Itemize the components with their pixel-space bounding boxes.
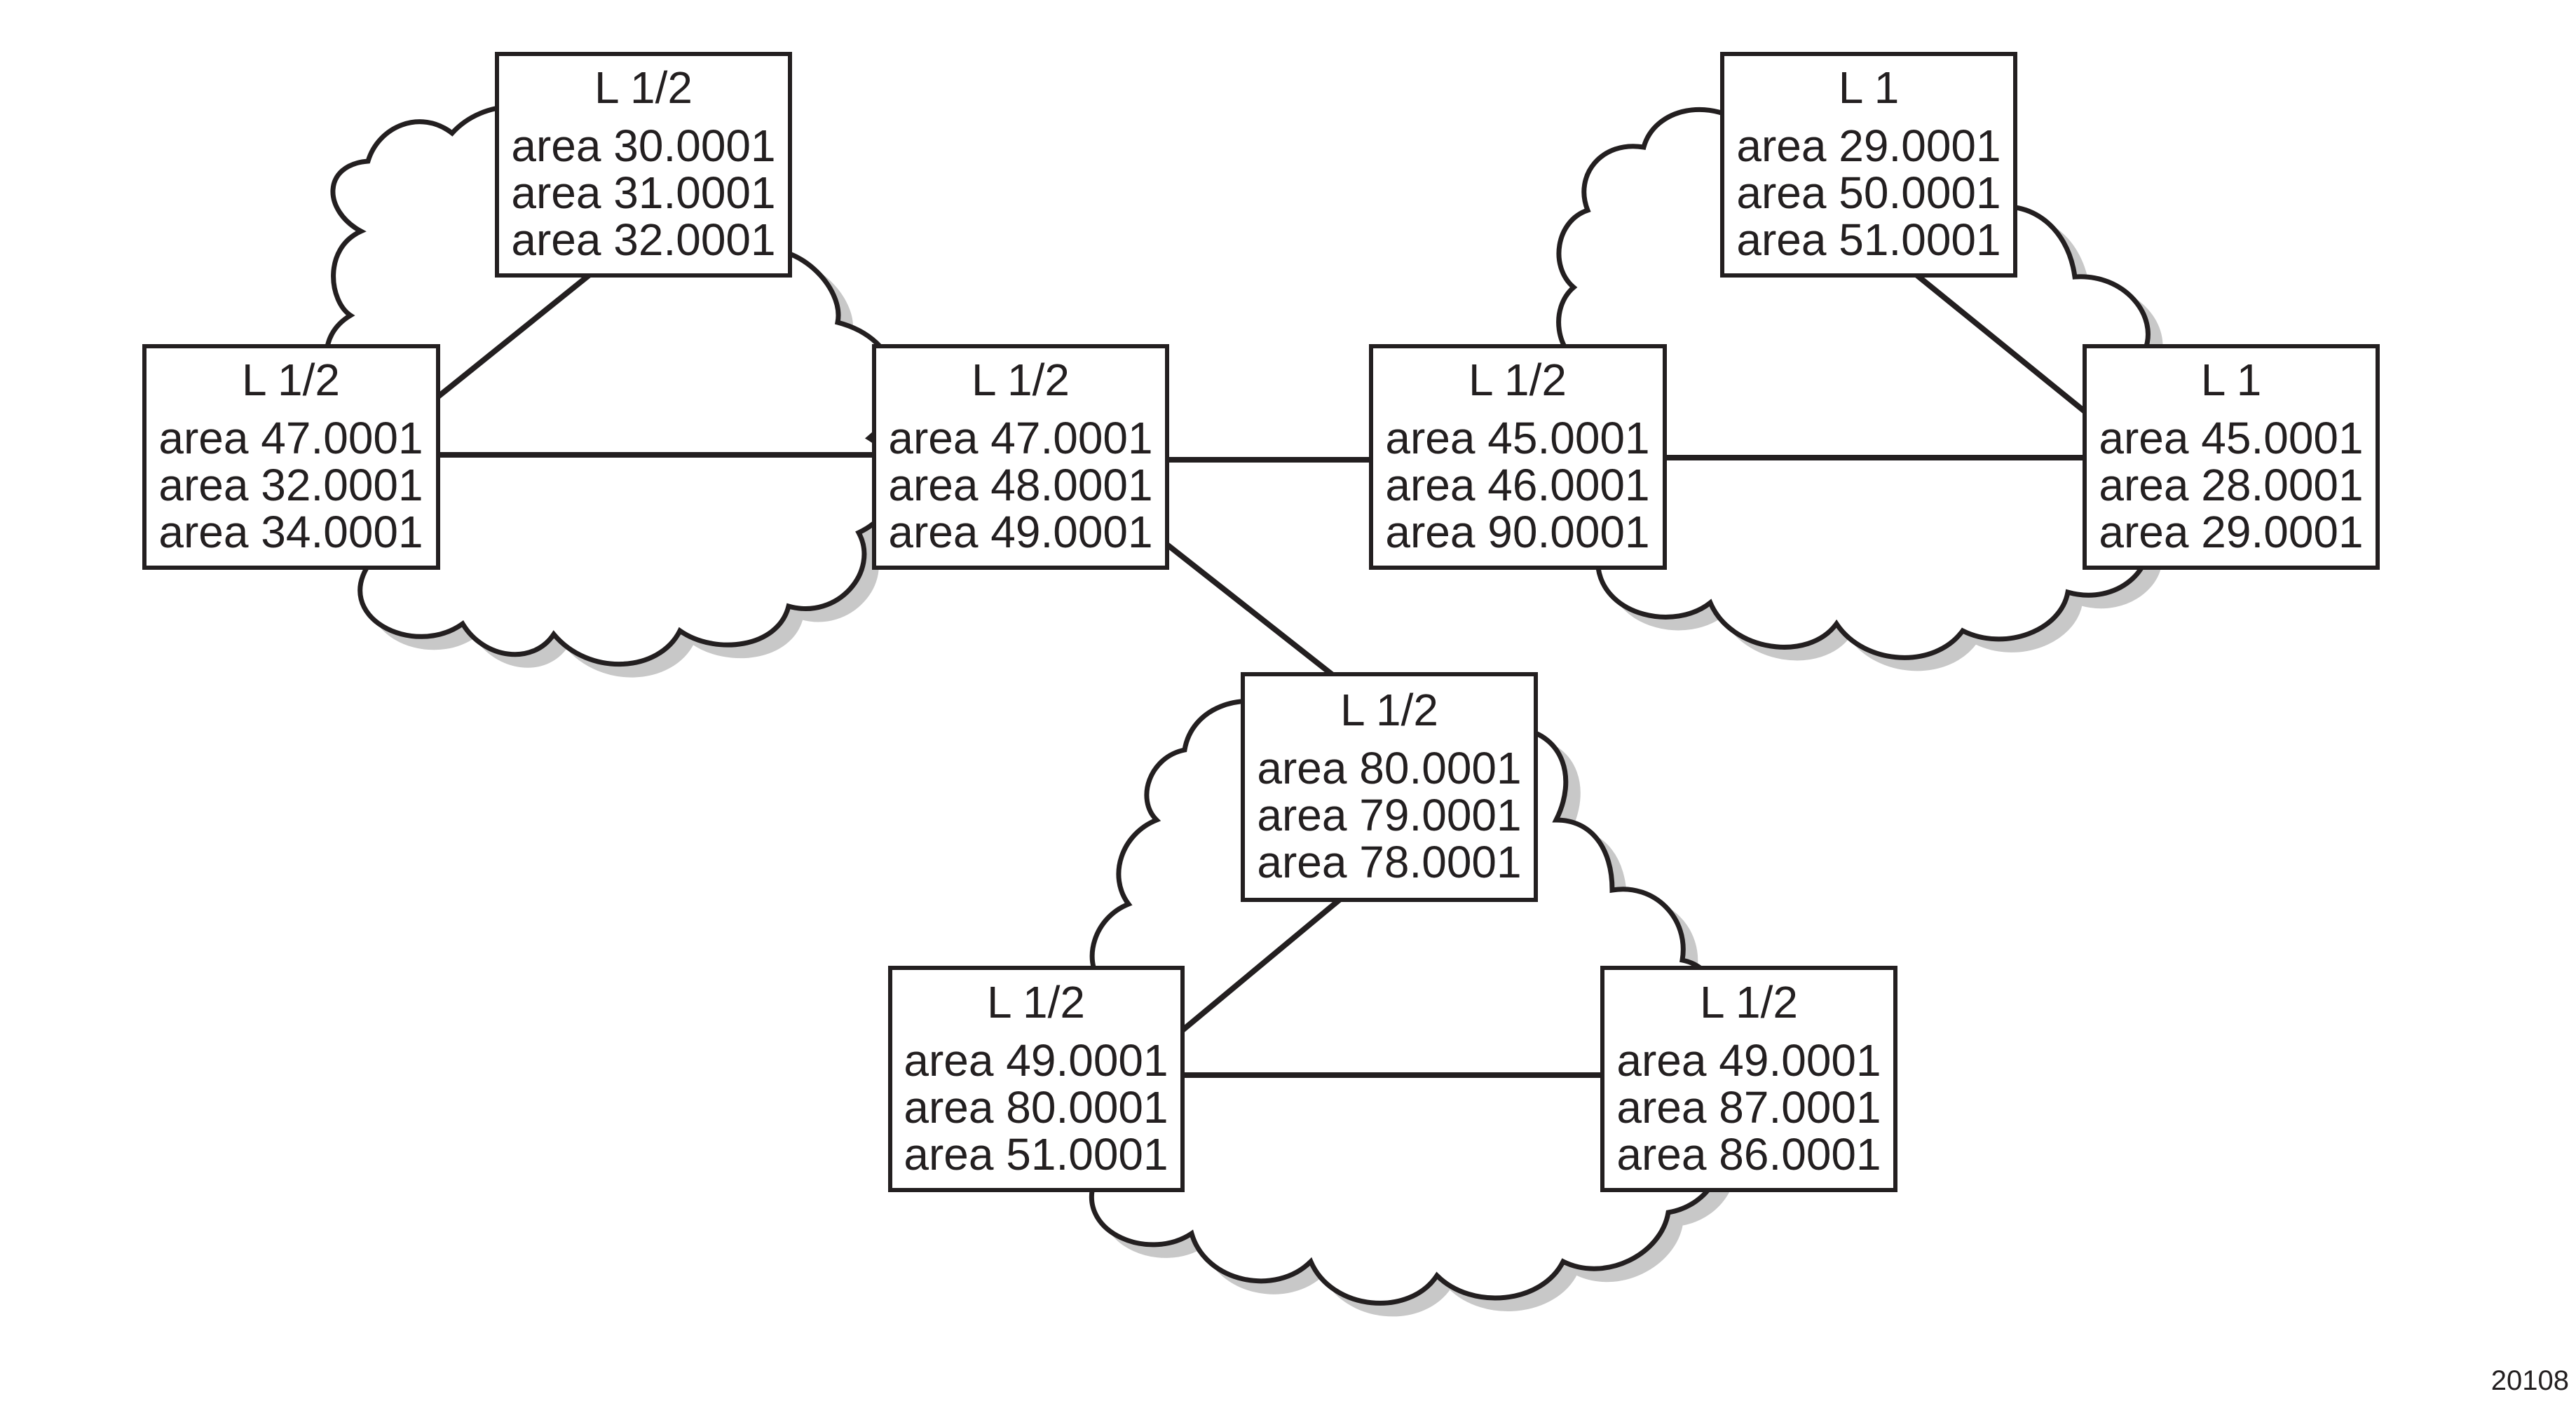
- node-area-label: area 49.0001: [1616, 1035, 1881, 1086]
- router-node[interactable]: L 1/2 area 47.0001 area 48.0001 area 49.…: [872, 344, 1169, 570]
- router-box: [142, 344, 440, 570]
- node-area-label: area 78.0001: [1257, 837, 1521, 887]
- router-box: [888, 966, 1185, 1192]
- node-area-label: area 29.0001: [1736, 121, 2001, 171]
- node-area-label: area 34.0001: [158, 507, 423, 557]
- node-area-label: area 30.0001: [511, 121, 775, 171]
- router-box: [1369, 344, 1667, 570]
- router-box: [1241, 672, 1538, 902]
- node-area-label: area 49.0001: [904, 1035, 1168, 1086]
- node-area-label: area 80.0001: [1257, 743, 1521, 793]
- node-level-label: L 1/2: [987, 977, 1085, 1027]
- router-node[interactable]: L 1/2 area 47.0001 area 32.0001 area 34.…: [142, 344, 440, 570]
- node-area-label: area 79.0001: [1257, 790, 1521, 840]
- node-level-label: L 1/2: [242, 355, 340, 405]
- node-level-label: L 1/2: [1468, 355, 1567, 405]
- link-0-1: [436, 273, 591, 399]
- node-area-label: area 86.0001: [1616, 1129, 1881, 1180]
- node-area-label: area 32.0001: [511, 214, 775, 265]
- node-area-label: area 45.0001: [1385, 413, 1649, 463]
- node-area-label: area 45.0001: [2099, 413, 2363, 463]
- node-level-label: L 1/2: [972, 355, 1070, 405]
- node-area-label: area 80.0001: [904, 1082, 1168, 1133]
- links: [436, 273, 2087, 1078]
- link-6-7: [1180, 886, 1355, 1033]
- node-area-label: area 50.0001: [1736, 168, 2001, 218]
- node-area-label: area 51.0001: [1736, 214, 2001, 265]
- node-level-label: L 1: [1839, 62, 1900, 113]
- node-area-label: area 87.0001: [1616, 1082, 1881, 1133]
- router-box: [1600, 966, 1897, 1192]
- node-level-label: L 1/2: [594, 62, 693, 113]
- node-area-label: area 29.0001: [2099, 507, 2363, 557]
- router-node[interactable]: L 1/2 area 49.0001 area 80.0001 area 51.…: [888, 966, 1185, 1192]
- node-area-label: area 47.0001: [888, 413, 1152, 463]
- link-3-5: [1915, 273, 2087, 414]
- node-area-label: area 51.0001: [904, 1129, 1168, 1180]
- node-area-label: area 90.0001: [1385, 507, 1649, 557]
- router-node[interactable]: L 1/2 area 45.0001 area 46.0001 area 90.…: [1369, 344, 1667, 570]
- router-box: [2083, 344, 2380, 570]
- router-box: [872, 344, 1169, 570]
- node-level-label: L 1: [2201, 355, 2262, 405]
- router-node[interactable]: L 1/2 area 30.0001 area 31.0001 area 32.…: [495, 52, 792, 278]
- node-level-label: L 1/2: [1700, 977, 1798, 1027]
- node-area-label: area 32.0001: [158, 460, 423, 510]
- node-area-label: area 28.0001: [2099, 460, 2363, 510]
- figure-id: 20108: [2491, 1365, 2569, 1396]
- router-node[interactable]: L 1/2 area 49.0001 area 87.0001 area 86.…: [1600, 966, 1897, 1192]
- node-area-label: area 48.0001: [888, 460, 1152, 510]
- nodes: L 1/2 area 30.0001 area 31.0001 area 32.…: [142, 52, 2380, 1192]
- node-area-label: area 47.0001: [158, 413, 423, 463]
- link-2-6: [1165, 542, 1334, 677]
- node-level-label: L 1/2: [1340, 685, 1438, 735]
- node-area-label: area 49.0001: [888, 507, 1152, 557]
- router-box: [495, 52, 792, 278]
- router-node[interactable]: L 1 area 45.0001 area 28.0001 area 29.00…: [2083, 344, 2380, 570]
- router-node[interactable]: L 1 area 29.0001 area 50.0001 area 51.00…: [1720, 52, 2017, 278]
- node-area-label: area 31.0001: [511, 168, 775, 218]
- node-area-label: area 46.0001: [1385, 460, 1649, 510]
- router-node[interactable]: L 1/2 area 80.0001 area 79.0001 area 78.…: [1241, 672, 1538, 902]
- router-box: [1720, 52, 2017, 278]
